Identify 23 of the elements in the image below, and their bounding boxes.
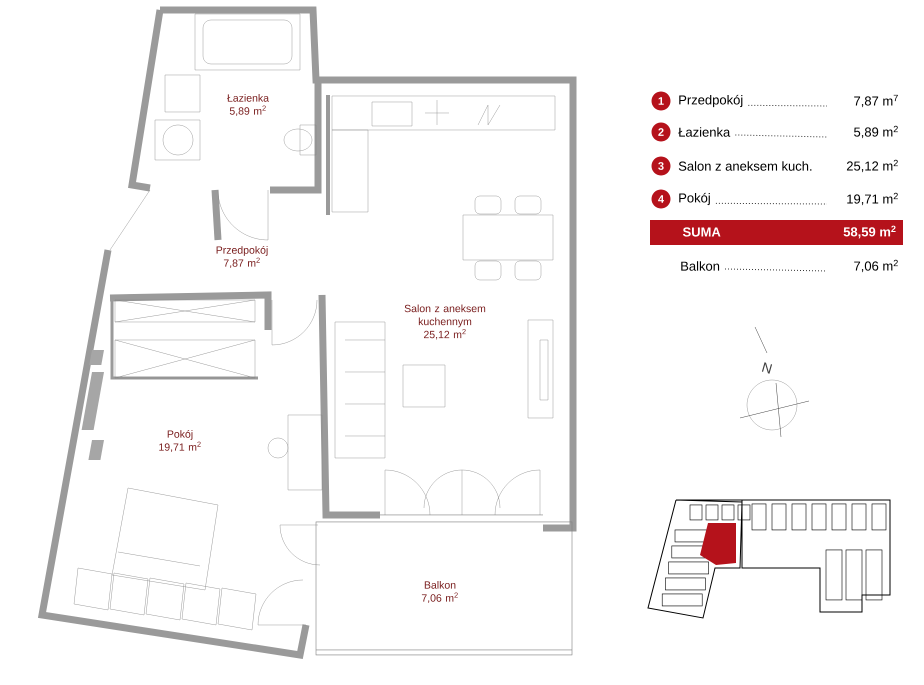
room-label: Salon z aneksem kuchennym 25,12 m$^{2}$: [404, 304, 486, 340]
area-value: 19,71 m$^{2}$: [847, 192, 898, 206]
room-name: Przedpokój: [679, 94, 742, 108]
room-name: Salon z aneksem kuch.: [678, 161, 812, 171]
label: 58,59 m$^{2}$: [844, 226, 896, 238]
room-name: Pokój: [679, 192, 710, 206]
area-value: 25,12 m$^{2}$: [846, 160, 898, 172]
number-badge: 1: [652, 92, 670, 110]
total-bar: SUMA 58,59 m$^{2}$: [650, 220, 903, 245]
area-value: 7,06 m$^{2}$: [854, 260, 898, 272]
room-label: Przedpokój 7,87 m$^{2}$: [216, 246, 268, 268]
number-badge: 2: [652, 122, 670, 142]
number-badge: 4: [652, 190, 670, 208]
north-label: N: [762, 362, 772, 374]
label: SUMA: [682, 227, 720, 237]
room-label: Łazienka 5,89 m$^{2}$: [227, 94, 269, 116]
area-value: 7,87 m$^{7}$: [854, 94, 898, 108]
room-name: Łazienka: [678, 127, 730, 137]
area-value: 5,89 m$^{2}$: [854, 126, 898, 138]
room-name: Balkon: [681, 261, 720, 271]
room-label: Pokój 19,71 m$^{2}$: [159, 430, 201, 452]
room-label: Balkon 7,06 m$^{2}$: [422, 581, 458, 603]
number-badge: 3: [652, 156, 670, 176]
